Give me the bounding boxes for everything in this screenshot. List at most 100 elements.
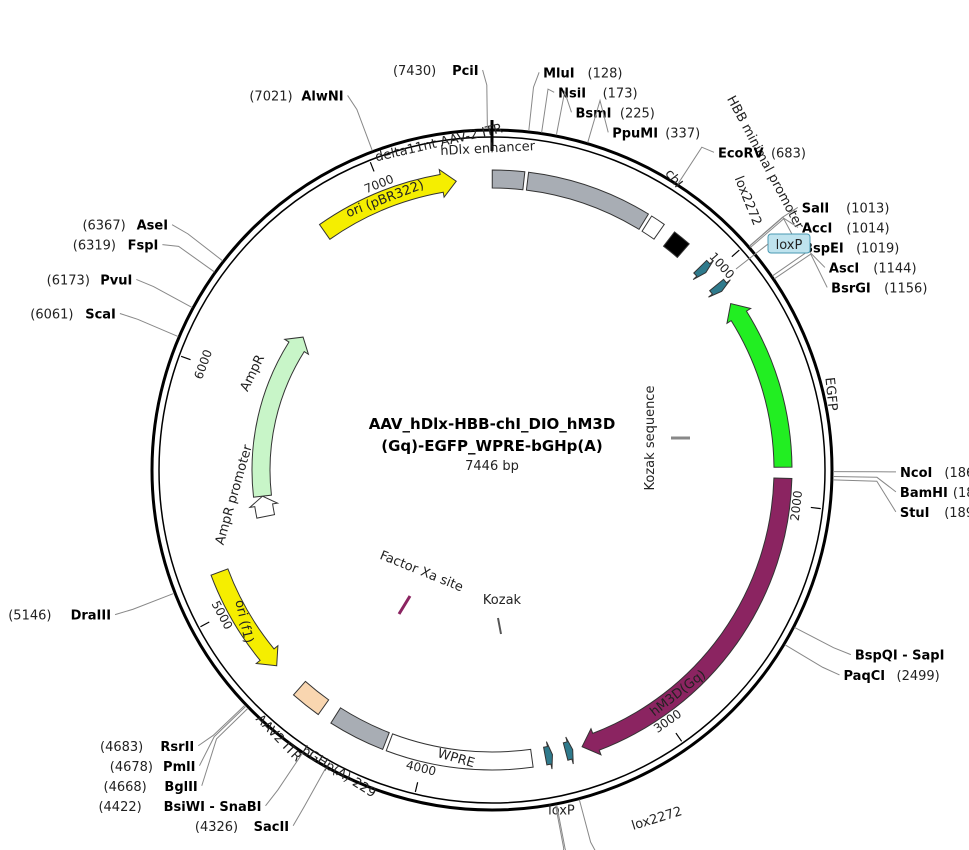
site-name: PciI (452, 64, 479, 79)
site-position: (4422) (98, 800, 141, 815)
site-name: BamHI (900, 486, 948, 501)
site-position: (1019) (856, 241, 899, 256)
site-name: ScaI (85, 307, 116, 322)
map-title-line1: AAV_hDlx-HBB-chI_DIO_hM3D (369, 415, 616, 433)
site-position: (1144) (873, 261, 916, 276)
tick-mark (369, 161, 375, 172)
tick-mark (675, 732, 683, 742)
loxp-b-label: loxP (548, 804, 575, 819)
site-position: (1156) (884, 281, 927, 296)
site-bspqi-sapi: BspQI - SapI(2430) (855, 649, 969, 664)
site-leader (197, 704, 246, 747)
site-position: (128) (588, 66, 623, 81)
site-asci: AscI (1144) (829, 261, 917, 276)
site-leader (292, 767, 327, 827)
site-name: BglII (164, 780, 197, 795)
site-leader (587, 98, 609, 143)
site-leader (784, 644, 840, 676)
aav2-itr-bottom-arc (292, 680, 330, 716)
site-name: AlwNI (301, 89, 343, 104)
site-name: BspEI (803, 241, 844, 256)
site-name: SacII (254, 820, 290, 835)
site-ecorv: EcoRV (683) (718, 146, 806, 161)
kozak-mark (497, 617, 502, 635)
site-leader (201, 707, 249, 786)
site-position: (5146) (8, 609, 51, 624)
aav2-itr-top-arc (491, 169, 526, 191)
site-name: AseI (137, 219, 168, 234)
site-position: (4668) (104, 780, 147, 795)
site-name: BsiWI - SnaBI (164, 800, 262, 815)
site-position: (225) (620, 106, 655, 121)
site-name: BsmI (575, 106, 611, 121)
site-position: (1014) (846, 221, 889, 236)
site-name: StuI (900, 506, 930, 521)
site-bsrgi: BsrGI(1156) (831, 281, 927, 296)
site-ncoi: NcoI (1867) (900, 466, 969, 481)
site-leader (555, 89, 572, 136)
site-position: (6061) (30, 307, 73, 322)
site-name: AscI (829, 261, 859, 276)
tick-label: 1000 (706, 250, 737, 282)
site-bamhi: BamHI (1884) (900, 486, 969, 501)
site-name: FspI (128, 239, 159, 254)
site-leader (556, 804, 566, 850)
site-position: (1013) (846, 201, 889, 216)
site-bsmi: BsmI (225) (575, 106, 654, 121)
hm3d-gq-arc (581, 477, 793, 756)
site-position: (6367) (82, 219, 125, 234)
site-bspei: BspEI (1019) (803, 241, 899, 256)
site-rsrii: RsrII(4683) (100, 740, 194, 755)
hbb-minimal-promoter-arc (662, 231, 690, 259)
site-position: (1884) (953, 486, 969, 501)
site-mlui: MluI(128) (543, 66, 622, 81)
site-leader (119, 312, 179, 338)
site-draiii: DraIII (5146) (8, 609, 111, 624)
loxp-a-arc (708, 278, 731, 298)
tick-mark (731, 249, 740, 258)
loxp-box-label: loxP (776, 238, 803, 253)
site-name: NcoI (900, 466, 932, 481)
ampr-promoter-arc (248, 495, 280, 519)
site-position: (2499) (897, 669, 940, 684)
map-title-line2: (Gq)-EGFP_WPRE-bGHp(A) (381, 437, 603, 455)
kozak-label: Kozak (483, 593, 522, 608)
site-leader (832, 479, 897, 513)
site-position: (4678) (110, 760, 153, 775)
site-leader (171, 224, 223, 262)
site-name: SalI (802, 201, 829, 216)
site-leader (541, 88, 555, 133)
ori-f1-arc (210, 568, 279, 667)
lox2272-b-arc (562, 736, 574, 765)
site-leader (749, 216, 799, 247)
site-leader (265, 753, 303, 807)
site-position: (683) (771, 146, 806, 161)
site-asei: AseI (6367) (82, 219, 168, 234)
site-leader (555, 804, 565, 850)
restriction-sites: MluI(128)NsiI(173)BsmI(225)PpuMI(337)Eco… (8, 64, 969, 850)
site-position: (4326) (195, 820, 238, 835)
site-leader (347, 95, 373, 151)
site-leader (578, 799, 596, 850)
hbb-minimal-promoter-label: HBB minimal promoter (723, 93, 806, 232)
site-position: (1867) (944, 466, 969, 481)
site-position: (6173) (47, 273, 90, 288)
site-leader (528, 72, 540, 132)
site-name: EcoRV (718, 146, 764, 161)
map-length: 7446 bp (465, 459, 519, 474)
site-position: (173) (603, 86, 638, 101)
factor-xa-label: Factor Xa site (378, 548, 466, 595)
tick-mark (414, 782, 419, 793)
factor-xa-mark (397, 595, 412, 615)
site-pcii: PciI(7430) (393, 64, 479, 79)
site-scai: ScaI (6061) (30, 307, 116, 322)
ampr-arc (251, 336, 310, 498)
site-position: (7021) (249, 89, 292, 104)
site-position: (4683) (100, 740, 143, 755)
site-name: DraIII (71, 609, 112, 624)
tick-mark (200, 621, 210, 628)
tick-label: 2000 (788, 490, 805, 522)
tick-mark (810, 506, 821, 510)
site-paqci: PaqCI(2499) (844, 669, 940, 684)
